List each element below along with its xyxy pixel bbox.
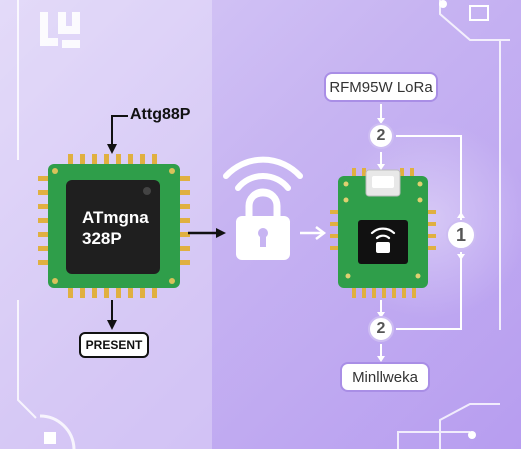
- chip-to-lock-arrowhead: [216, 228, 226, 238]
- chip-pins-top: [68, 154, 157, 166]
- module-pins-top: [352, 168, 414, 178]
- pcb-pad: [345, 273, 351, 279]
- pcb-pad: [343, 197, 349, 203]
- chip-callout-label: Attg88P: [130, 106, 191, 123]
- trace-top-right: [439, 0, 510, 41]
- pcb-pad: [52, 168, 58, 174]
- pcb-pad: [417, 181, 423, 187]
- circuit-traces: [17, 0, 510, 449]
- trace-left-bottom: [17, 300, 37, 419]
- pcb-pad: [417, 197, 423, 203]
- module-pins-side: [330, 210, 436, 250]
- lora-module: [330, 168, 436, 298]
- trace-node: [468, 431, 476, 439]
- lock-screen-wifi: [370, 227, 396, 240]
- callout-arrowhead: [107, 144, 117, 154]
- present-box: PRESENT: [79, 332, 149, 358]
- lock-to-module-arrowhead: [315, 226, 327, 240]
- trace-node: [439, 0, 447, 8]
- lora-box: RFM95W LoRa: [324, 72, 438, 102]
- chip-pins-left: [38, 176, 50, 265]
- present-arrowhead: [107, 320, 117, 330]
- logo-mark: [40, 12, 80, 48]
- pcb-pad: [52, 278, 58, 284]
- flow-connectors: [380, 104, 462, 358]
- chip-body-label: ATmgna 328P: [82, 208, 149, 248]
- module-pins-bottom: [352, 286, 416, 298]
- callout-arrow: [111, 115, 128, 146]
- trace-bottom-right: [397, 431, 470, 449]
- chip-dot: [143, 187, 151, 195]
- step-badge-top: 2: [368, 123, 394, 149]
- trace-bottom-right-2: [439, 403, 500, 449]
- chip-body: [66, 180, 160, 274]
- corner-square-icon: [44, 432, 56, 444]
- flow-arrowheads: [377, 118, 465, 362]
- pcb-pad: [343, 181, 349, 187]
- chip-pins-bottom: [68, 286, 157, 298]
- step-badge-bottom: 2: [368, 316, 394, 342]
- corner-arc: [39, 414, 76, 449]
- bottom-box: Minllweka: [340, 362, 430, 392]
- pcb-pad: [415, 273, 421, 279]
- usb-port: [372, 176, 394, 188]
- step-badge-right: 1: [446, 220, 476, 250]
- corner-square-icon: [469, 5, 489, 21]
- pcb-pad: [169, 278, 175, 284]
- atmega-chip: [38, 154, 190, 298]
- padlock-icon: [236, 188, 290, 260]
- chip-pins-right: [178, 176, 190, 265]
- lock-screen-padlock: [376, 242, 390, 253]
- pcb-pad: [169, 168, 175, 174]
